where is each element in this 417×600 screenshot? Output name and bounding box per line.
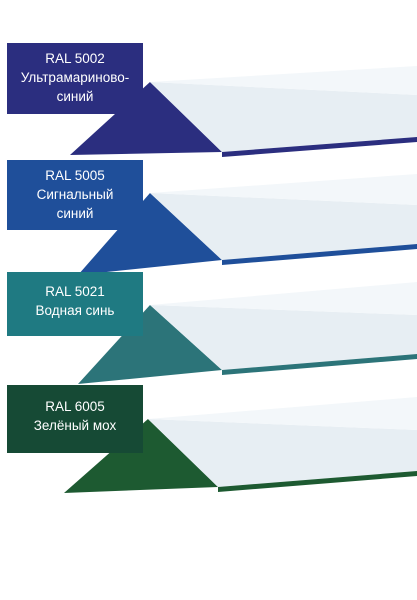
color-label: RAL 5021 Водная синь: [7, 272, 143, 336]
ral-code: RAL 5005: [45, 168, 105, 183]
profile-ral-5005: RAL 5005 Сигнальный синий: [0, 160, 417, 290]
color-name: Водная синь: [35, 303, 115, 318]
ral-code: RAL 6005: [45, 399, 105, 414]
color-label: RAL 6005 Зелёный мох: [7, 385, 143, 453]
profile-ral-5021: RAL 5021 Водная синь: [0, 272, 417, 402]
color-name: Зелёный мох: [33, 418, 117, 433]
profile-ral-6005: RAL 6005 Зелёный мох: [0, 385, 417, 515]
ral-code: RAL 5021: [45, 284, 105, 299]
angle-profile-illustration: [78, 282, 417, 384]
color-name: синий: [56, 206, 94, 221]
profile-ral-5002: RAL 5002 Ультрамариново- синий: [0, 40, 417, 170]
angle-profile-illustration: [78, 174, 417, 275]
angle-profile-illustration: [64, 397, 417, 493]
color-name: Ультрамариново-: [20, 70, 130, 85]
color-label: RAL 5002 Ультрамариново- синий: [7, 43, 143, 114]
ral-code: RAL 5002: [45, 51, 105, 66]
color-name: синий: [56, 89, 94, 104]
angle-profile-illustration: [70, 66, 417, 157]
color-label: RAL 5005 Сигнальный синий: [7, 160, 143, 230]
color-name: Сигнальный: [36, 187, 114, 202]
